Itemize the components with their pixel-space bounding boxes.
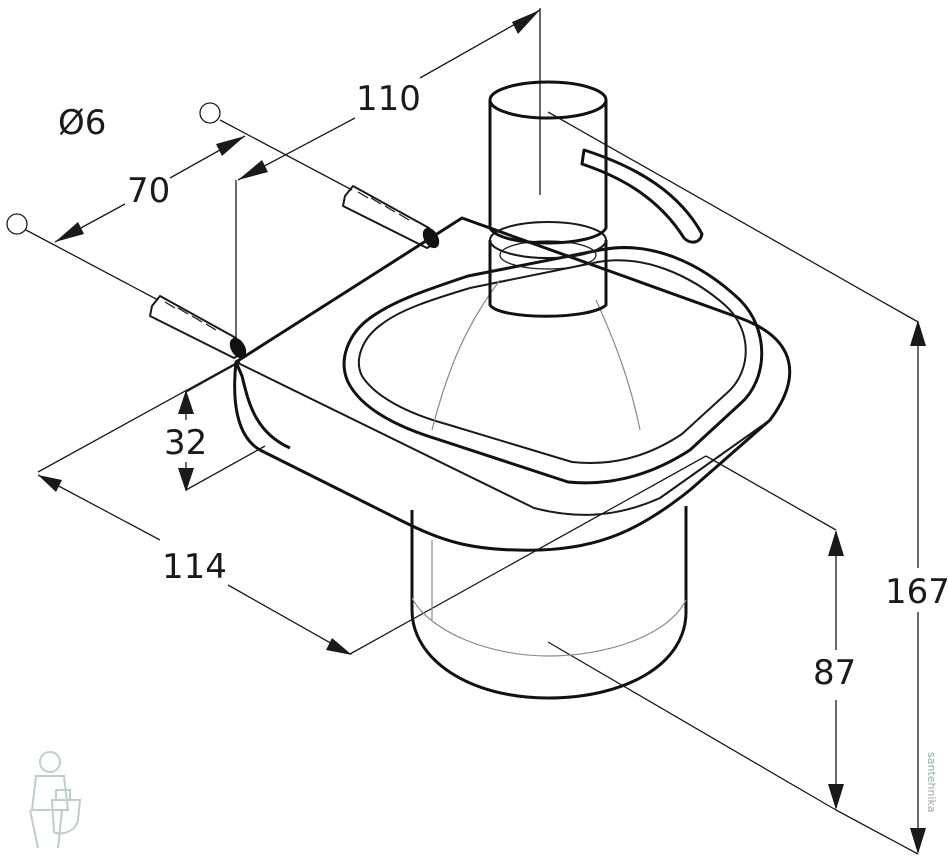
label-depth: 110 <box>356 79 421 119</box>
label-spacing: 70 <box>127 171 170 211</box>
label-holder-height: 87 <box>813 653 856 693</box>
dimension-labels: Ø6 70 110 32 114 87 167 <box>58 79 948 693</box>
label-plate-thickness: 32 <box>164 423 207 463</box>
dowel-left <box>149 295 247 359</box>
anchor-marker-right <box>199 102 221 124</box>
pump-head <box>488 80 704 318</box>
anchor-marker-left <box>6 213 28 235</box>
label-diameter: Ø6 <box>58 103 106 143</box>
watermark-text: santehnika <box>925 752 938 812</box>
label-total-height: 167 <box>885 572 948 612</box>
wall-anchors <box>6 102 440 359</box>
glass-container <box>410 279 688 700</box>
wall-bracket <box>233 216 792 552</box>
label-width: 114 <box>162 547 227 587</box>
dimension-lines <box>25 8 926 855</box>
watermark-logo <box>29 751 82 849</box>
